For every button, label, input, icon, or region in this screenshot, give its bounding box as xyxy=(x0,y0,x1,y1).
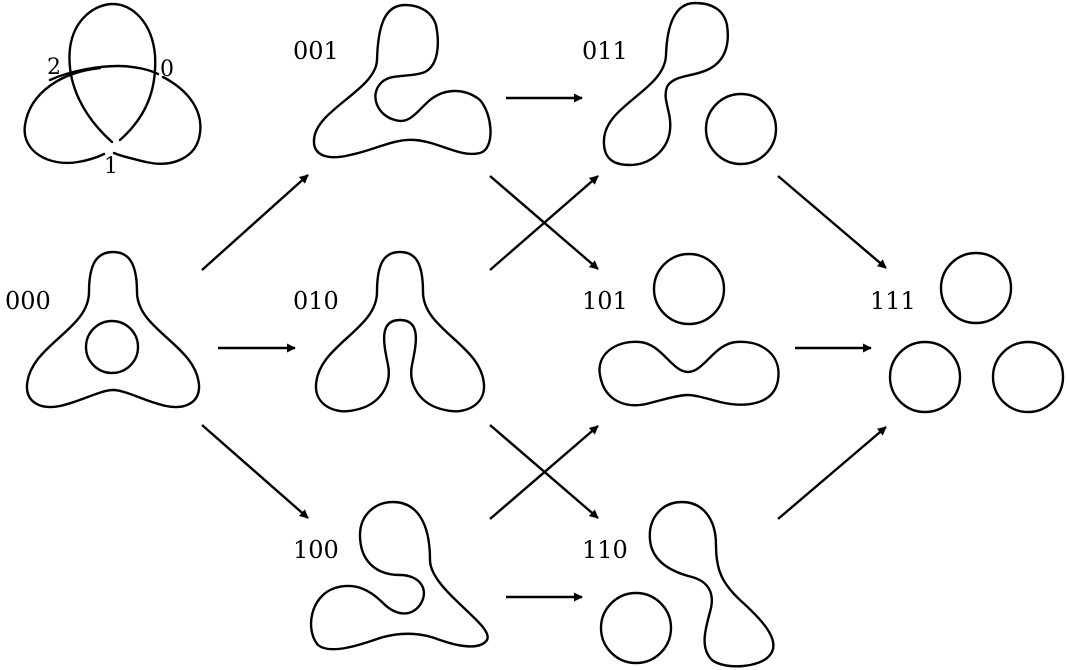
crossing-label-2: 2 xyxy=(47,55,61,80)
resolution-circle xyxy=(84,319,140,375)
edge-000-100 xyxy=(201,424,309,519)
state-label-000: 000 xyxy=(5,287,51,315)
resolution-circle xyxy=(598,340,780,407)
resolution-circle xyxy=(939,251,1013,325)
edge-100-101 xyxy=(489,425,599,520)
resolution-circle xyxy=(648,500,775,668)
crossing-label-1: 1 xyxy=(104,154,118,179)
resolution-circle xyxy=(652,252,726,326)
state-100: 100 xyxy=(293,500,489,651)
resolution-circle xyxy=(991,340,1065,414)
knot-strand-right xyxy=(112,75,202,165)
edge-000-001 xyxy=(201,174,309,271)
state-label-011: 011 xyxy=(582,37,628,65)
state-label-110: 110 xyxy=(582,536,628,564)
resolution-circle xyxy=(309,500,489,651)
state-label-010: 010 xyxy=(293,287,339,315)
state-001: 001 xyxy=(293,3,492,159)
resolution-circle xyxy=(599,591,673,665)
resolution-circle xyxy=(888,340,962,414)
resolution-circle xyxy=(312,3,492,159)
state-label-101: 101 xyxy=(582,287,628,315)
state-110: 110 xyxy=(582,500,775,668)
knot-strand-cross xyxy=(48,64,160,82)
state-label-111: 111 xyxy=(870,287,916,315)
trefoil-knot: 2 0 1 xyxy=(23,2,202,179)
state-000: 000 xyxy=(5,250,201,409)
state-label-100: 100 xyxy=(293,536,339,564)
state-011: 011 xyxy=(582,1,778,167)
state-101: 101 xyxy=(582,252,780,407)
knot-strand-top xyxy=(68,2,157,144)
resolution-circle xyxy=(704,92,778,166)
edge-110-111 xyxy=(777,426,887,520)
state-label-001: 001 xyxy=(293,37,339,65)
resolution-circle xyxy=(314,250,486,413)
edge-010-011 xyxy=(489,175,599,271)
knot-strand-left xyxy=(23,66,106,165)
resolution-circle xyxy=(602,1,729,167)
resolution-circle xyxy=(25,250,201,409)
edge-011-111 xyxy=(777,175,887,269)
edges xyxy=(201,93,887,602)
state-111: 111 xyxy=(870,251,1065,414)
state-010: 010 xyxy=(293,250,486,413)
crossing-label-0: 0 xyxy=(160,57,174,82)
